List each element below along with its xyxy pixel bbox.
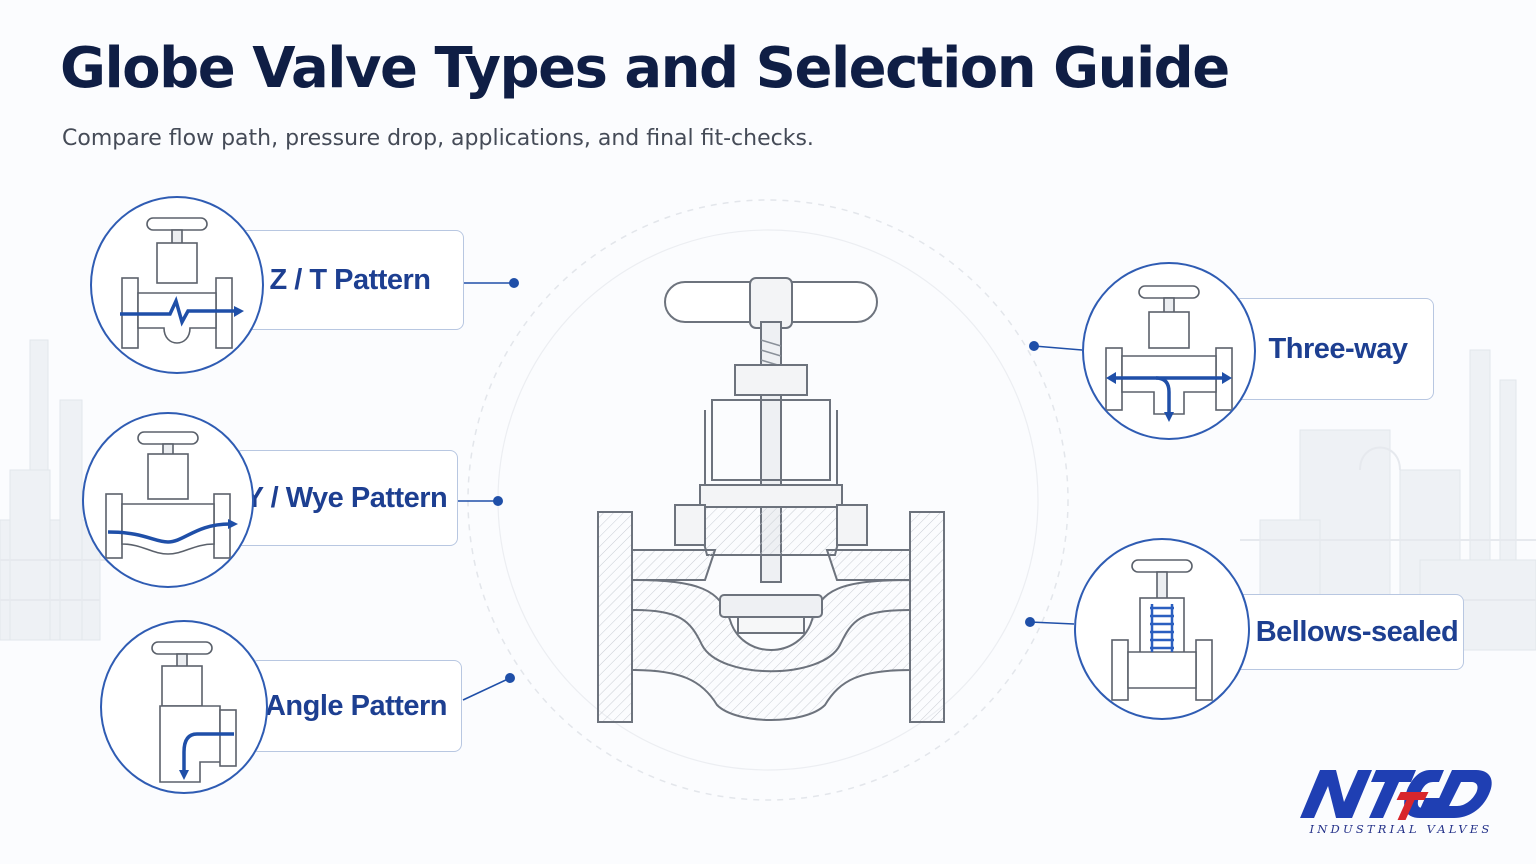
page-title: Globe Valve Types and Selection Guide <box>60 36 1230 101</box>
angle-pattern-card: Angle Pattern <box>250 660 462 752</box>
bellows-sealed-label: Bellows-sealed <box>1255 615 1459 648</box>
bellows-sealed-valve-icon <box>1074 538 1250 720</box>
page-subtitle: Compare flow path, pressure drop, applic… <box>62 126 814 151</box>
y-wye-pattern-card: Y / Wye Pattern <box>234 450 458 546</box>
three-way-valve-icon <box>1082 262 1256 440</box>
angle-pattern-label: Angle Pattern <box>264 689 448 722</box>
z-t-pattern-label: Z / T Pattern <box>269 263 431 296</box>
logo-tagline: INDUSTRIAL VALVES <box>1309 822 1493 836</box>
ntgd-logo-mark-icon <box>1300 770 1492 820</box>
three-way-card: Three-way <box>1232 298 1434 400</box>
y-wye-pattern-label: Y / Wye Pattern <box>244 481 448 514</box>
three-way-label: Three-way <box>1268 332 1408 365</box>
ntgd-logo: INDUSTRIAL VALVES <box>1296 762 1506 842</box>
y-wye-pattern-valve-icon <box>82 412 254 588</box>
bellows-sealed-card: Bellows-sealed <box>1232 594 1464 670</box>
z-t-pattern-valve-icon <box>90 196 264 374</box>
z-t-pattern-card: Z / T Pattern <box>236 230 464 330</box>
angle-pattern-valve-icon <box>100 620 268 794</box>
globe-valve-cross-section-icon <box>597 277 945 723</box>
